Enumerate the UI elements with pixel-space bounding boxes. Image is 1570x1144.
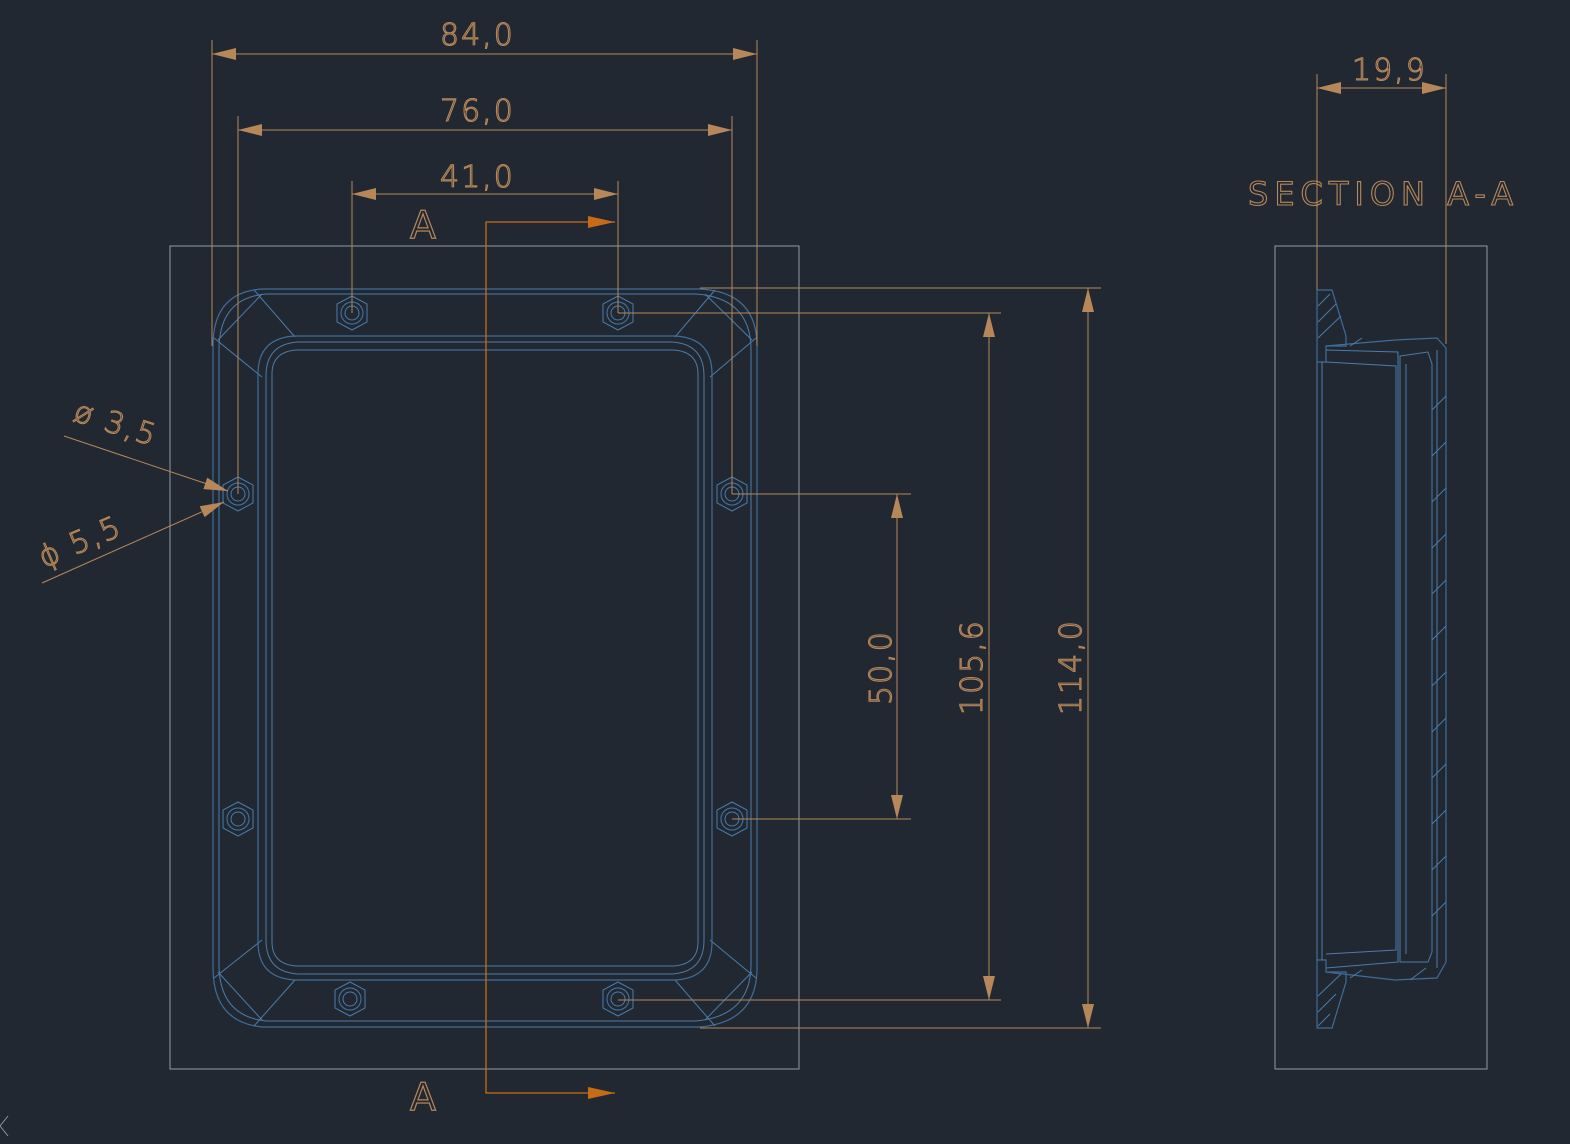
dimension-height-holes-top-text: 105,6 [955, 619, 990, 715]
section-view-frame [1274, 245, 1488, 1070]
dimension-width-holes-top [351, 181, 619, 313]
dimension-height-outer [700, 287, 1101, 1029]
dimension-width-holes-top-text: 41,0 [440, 160, 515, 195]
leader-hole-outer [41, 501, 225, 584]
dimension-height-holes-top [618, 312, 1001, 1001]
leader-hole-inner [63, 435, 229, 492]
dimension-width-outer-text: 84,0 [440, 18, 515, 53]
dimension-width-holes-side-text: 76,0 [440, 94, 515, 129]
mounting-hole [602, 981, 634, 1017]
section-hatching [1317, 293, 1447, 1027]
dimension-depth [1316, 74, 1447, 344]
dimension-height-holes-side-text: 50,0 [864, 630, 899, 705]
dimension-width-outer [211, 40, 758, 346]
dimension-height-outer-text: 114,0 [1054, 619, 1089, 715]
front-view-frame [169, 245, 800, 1070]
cut-label-bottom: A [410, 1075, 436, 1119]
mounting-hole [222, 801, 254, 837]
dimension-height-holes-side [732, 493, 911, 820]
mounting-hole [334, 981, 366, 1017]
dimension-width-holes-side [237, 116, 733, 494]
hole-inner-dia-text: ø 3,5 [70, 394, 162, 454]
mounting-holes [222, 295, 748, 1017]
cut-label-top: A [410, 203, 436, 247]
ucs-corner-icon [0, 1115, 9, 1137]
section-profile [1316, 289, 1447, 1029]
panel-inner-recess [257, 335, 713, 981]
section-title: SECTION A-A [1248, 175, 1519, 213]
cutting-plane [485, 216, 615, 1099]
panel-outline [212, 288, 758, 1028]
dimension-depth-text: 19,9 [1352, 53, 1427, 88]
